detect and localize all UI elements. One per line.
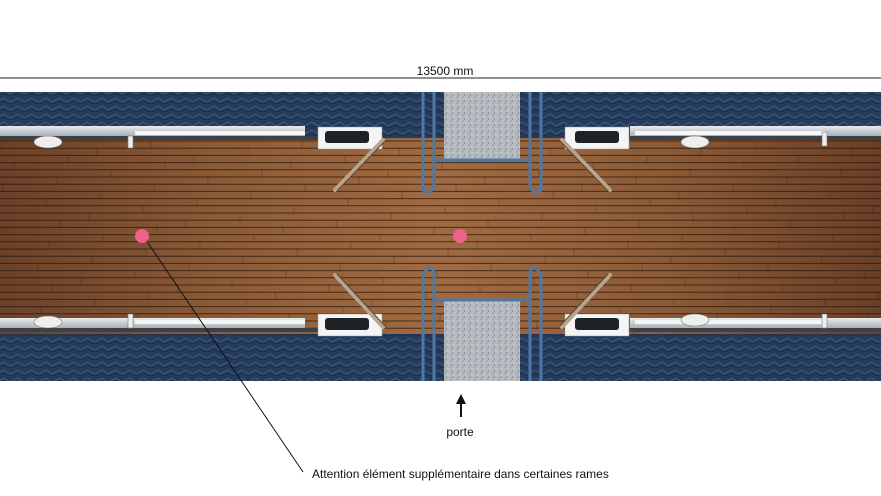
- diagonal-bars: [333, 138, 612, 329]
- warning-note: Attention élément supplémentaire dans ce…: [312, 467, 609, 481]
- marker-dot-center: [453, 229, 467, 243]
- door-area-bottom: [444, 300, 520, 381]
- seat-block-top-left: [317, 126, 383, 150]
- diagonal-bar-shadows: [336, 140, 609, 327]
- door-frame-bottom: [421, 266, 543, 381]
- marker-dot-left: [135, 229, 149, 243]
- water-bottom: [0, 333, 881, 381]
- door-frame-top: [421, 92, 543, 194]
- door-label: porte: [446, 425, 474, 439]
- seat-block-top-right: [564, 126, 630, 150]
- note-leader-line: [147, 242, 304, 473]
- bottom-side-rail: [0, 318, 881, 332]
- top-side-rail: [0, 126, 881, 140]
- deck-planks: [0, 140, 881, 336]
- door-area-top: [444, 92, 520, 160]
- seat-block-bottom-right: [564, 313, 630, 337]
- arrow-up-icon: [456, 394, 466, 417]
- deck: [0, 138, 881, 334]
- handle-fittings: [33, 131, 828, 329]
- dimension-label: 13500 mm: [416, 64, 474, 78]
